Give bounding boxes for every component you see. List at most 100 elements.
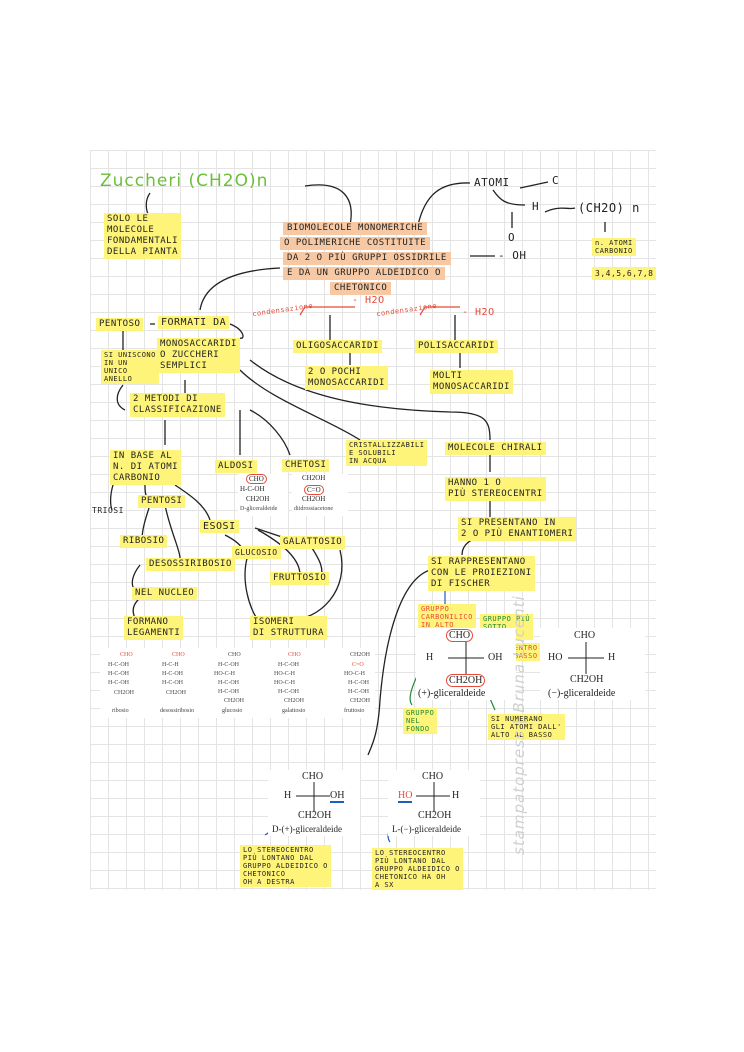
fischer-plus-bottom: CH2OH xyxy=(446,674,486,687)
strip-caption-5: fruttosio xyxy=(344,708,365,714)
l-configuration-note: LO STEREOCENTRO PIÙ LONTANO DAL GRUPPO A… xyxy=(372,848,463,890)
fischer-d-h: H xyxy=(284,790,292,801)
oxygen-label: O xyxy=(508,231,516,244)
aldose-caption: D-gliceraldeide xyxy=(240,506,278,512)
isomeri-struttura-label: ISOMERI DI STRUTTURA xyxy=(250,616,328,640)
pentoso-label: PENTOSO xyxy=(96,318,144,331)
strip-caption-1: ribosio xyxy=(112,708,129,714)
fischer-d-bottom: CH2OH xyxy=(298,810,332,821)
ketose-bottom: CH2OH xyxy=(302,495,326,503)
fischer-plus-top: CHO xyxy=(446,629,474,642)
svg-text:H-C-OH: H-C-OH xyxy=(348,680,370,686)
fischer-minus-bottom: CH2OH xyxy=(570,674,604,685)
svg-text:H-C-OH: H-C-OH xyxy=(218,689,240,695)
svg-text:CH2OH: CH2OH xyxy=(166,690,187,696)
rappresentano-label: SI RAPPRESENTANO CON LE PROIEZIONI DI FI… xyxy=(428,556,535,591)
galattosio-label: GALATTOSIO xyxy=(280,536,346,549)
svg-text:H-C-OH: H-C-OH xyxy=(108,662,130,668)
svg-text:H-C-OH: H-C-OH xyxy=(162,671,184,677)
ketose-caption: diidrossiacetone xyxy=(294,506,333,512)
sugar-structures: CHO H-C-OH H-C-OH H-C-OH CH2OH CHO H-C-H H-C… xyxy=(108,652,371,704)
svg-text:CH2OH: CH2OH xyxy=(114,690,135,696)
n-atomi-values: 3,4,5,6,7,8 xyxy=(592,267,657,280)
d-configuration-note: LO STEREOCENTRO PIÙ LONTANO DAL GRUPPO A… xyxy=(240,845,331,887)
esosi-label: ESOSI xyxy=(200,520,239,533)
fischer-minus-ho: HO xyxy=(548,652,563,663)
legamenti-label: FORMANO LEGAMENTI xyxy=(124,616,184,640)
definition-line-5: CHETONICO xyxy=(330,282,392,295)
fischer-minus-h: H xyxy=(608,652,616,663)
note-molecole-fondamentali: SOLO LE MOLECOLE FONDAMENTALI DELLA PIAN… xyxy=(104,213,182,259)
svg-text:H-C-H: H-C-H xyxy=(162,662,179,668)
monosaccaridi-label: MONOSACCARIDI O ZUCCHERI SEMPLICI xyxy=(157,338,240,373)
svg-text:H-C-OH: H-C-OH xyxy=(218,680,240,686)
svg-text:CH2OH: CH2OH xyxy=(350,652,371,658)
svg-text:H-C-OH: H-C-OH xyxy=(162,680,184,686)
fruttosio-label: FRUTTOSIO xyxy=(270,572,330,585)
enantiomeri-label: SI PRESENTANO IN 2 O PIÙ ENANTIOMERI xyxy=(458,517,577,541)
desossiribosio-label: DESOSSIRIBOSIO xyxy=(146,558,235,571)
fischer-plus-cross xyxy=(448,642,484,674)
definition-line-3: DA 2 O PIÙ GRUPPI OSSIDRILE xyxy=(283,252,451,265)
svg-text:H-C-OH: H-C-OH xyxy=(348,689,370,695)
fischer-plus-h: H xyxy=(426,652,434,663)
anello-note: SI UNISCONO IN UN UNICO ANELLO xyxy=(101,350,159,384)
fischer-d-caption: D-(+)-gliceraldeide xyxy=(272,824,343,834)
svg-text:HO-C-H: HO-C-H xyxy=(274,671,296,677)
chetosi-label: CHETOSI xyxy=(282,459,330,472)
gruppo-nel-fondo-note: GRUPPO NEL FONDO xyxy=(403,708,438,734)
svg-text:HO-C-H: HO-C-H xyxy=(344,671,366,677)
cristallizzabili-label: CRISTALLIZZABILI E SOLUBILI IN ACQUA xyxy=(346,440,428,466)
water-loss-label-2: - H2O xyxy=(462,307,495,318)
svg-text:CH2OH: CH2OH xyxy=(350,698,371,704)
carbon-label: C xyxy=(552,174,560,187)
fischer-l-glyceraldehyde: CHO HO H CH2OH L-(−)-gliceraldeide xyxy=(388,770,480,836)
numerazione-note: SI NUMERANO GLI ATOMI DALL' ALTO AL BASS… xyxy=(488,714,565,740)
fischer-l-ho: HO xyxy=(398,790,413,803)
oligosaccaridi-detail: 2 O POCHI MONOSACCARIDI xyxy=(305,366,388,390)
svg-text:H-C-OH: H-C-OH xyxy=(108,680,130,686)
fischer-d-cross xyxy=(296,782,330,812)
aldose-top: CHO xyxy=(246,474,267,484)
fischer-plus-glyceraldehyde: CHO H OH CH2OH (+)-gliceraldeide xyxy=(416,628,516,700)
polisaccaridi-detail: MOLTI MONOSACCARIDI xyxy=(430,370,513,394)
fischer-d-oh: OH xyxy=(330,790,345,803)
fischer-l-caption: L-(−)-gliceraldeide xyxy=(392,824,462,834)
glucosio-label: GLUCOSIO xyxy=(232,546,281,559)
hydrogen-label: H xyxy=(532,200,540,213)
fischer-plus-oh: OH xyxy=(488,652,503,663)
svg-text:CHO: CHO xyxy=(228,652,241,658)
fischer-l-cross xyxy=(416,782,450,812)
water-loss-label-1: - H2O xyxy=(352,295,385,306)
svg-text:H-C-OH: H-C-OH xyxy=(278,689,300,695)
aldose-bottom: CH2OH xyxy=(246,495,270,503)
fischer-plus-caption: (+)-gliceraldeide xyxy=(418,688,486,699)
nucleo-label: NEL NUCLEO xyxy=(132,587,198,600)
svg-text:H-C-OH: H-C-OH xyxy=(218,662,240,668)
atomi-label: ATOMI xyxy=(474,176,510,189)
svg-text:C=O: C=O xyxy=(352,662,364,668)
molecole-chirali-label: MOLECOLE CHIRALI xyxy=(445,442,546,455)
svg-text:CH2OH: CH2OH xyxy=(224,698,245,704)
svg-text:CH2OH: CH2OH xyxy=(284,698,305,704)
ketose-mid: C=O xyxy=(304,485,324,495)
n-atomi-carbonio-note: n. ATOMI CARBONIO xyxy=(592,238,636,256)
svg-text:HO-C-H: HO-C-H xyxy=(274,680,296,686)
definition-line-2: O POLIMERICHE COSTITUITE xyxy=(280,237,431,250)
svg-text:CHO: CHO xyxy=(120,652,133,658)
fischer-minus-glyceraldehyde: CHO HO H CH2OH (−)-gliceraldeide xyxy=(540,628,645,700)
definition-line-4: E DA UN GRUPPO ALDEIDICO O xyxy=(283,267,445,280)
watermark: stampatopress | Bruna Lucenti xyxy=(510,595,528,855)
triosi-label: TRIOSI xyxy=(92,506,124,515)
strip-caption-3: glucosio xyxy=(222,708,243,714)
page-title: Zuccheri (CH2O)n xyxy=(100,171,269,191)
metodi-classificazione-label: 2 METODI DI CLASSIFICAZIONE xyxy=(130,393,225,417)
svg-text:H-C-OH: H-C-OH xyxy=(278,662,300,668)
definition-line-1: BIOMOLECOLE MONOMERICHE xyxy=(283,222,428,235)
pentosi-label: PENTOSI xyxy=(138,495,186,508)
fischer-minus-cross xyxy=(568,642,604,674)
strip-caption-4: galattosio xyxy=(282,708,306,714)
aldosi-label: ALDOSI xyxy=(215,460,257,473)
svg-text:HO-C-H: HO-C-H xyxy=(214,671,236,677)
gruppo-carbonilico-note: GRUPPO CARBONILICO IN ALTO xyxy=(418,604,476,630)
